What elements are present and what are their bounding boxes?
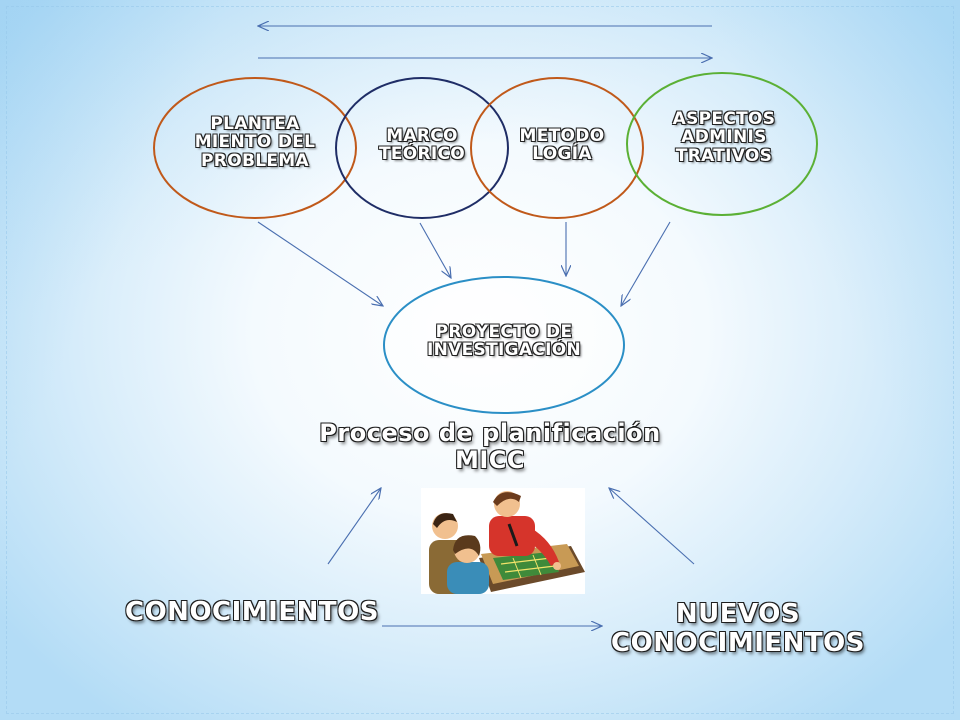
oval-proyecto-investigacion [383, 276, 625, 414]
label-metodologia: METODO LOGÍA [519, 126, 605, 165]
circle-planteamiento [153, 77, 357, 219]
circle-marco-teorico [335, 77, 509, 219]
people-planning-illustration [421, 488, 585, 594]
label-conocimientos: CONOCIMIENTOS [125, 597, 379, 627]
arrow-nuevos-to-proceso [609, 488, 695, 565]
arrow-aspectos-to-proyecto [621, 221, 671, 306]
arrow-conocimientos-to-proceso [327, 488, 381, 565]
arrow-marco-to-proyecto [419, 222, 451, 278]
label-marco-teorico: MARCO TEÓRICO [378, 126, 466, 165]
circle-aspectos-administrativos [626, 72, 818, 216]
circle-metodologia [470, 77, 644, 219]
label-planteamiento: PLANTEA MIENTO DEL PROBLEMA [194, 114, 316, 171]
people-planning-around-table-icon [429, 491, 585, 594]
label-proyecto-investigacion: PROYECTO DE INVESTIGACIÓN [427, 322, 581, 361]
arrow-planteamiento-to-proyecto [257, 221, 383, 306]
label-nuevos-conocimientos: NUEVOS CONOCIMIENTOS [611, 599, 865, 659]
process-title: Proceso de planificación MICC [319, 419, 661, 474]
label-aspectos-administrativos: ASPECTOS ADMINIS TRATIVOS [672, 109, 776, 166]
